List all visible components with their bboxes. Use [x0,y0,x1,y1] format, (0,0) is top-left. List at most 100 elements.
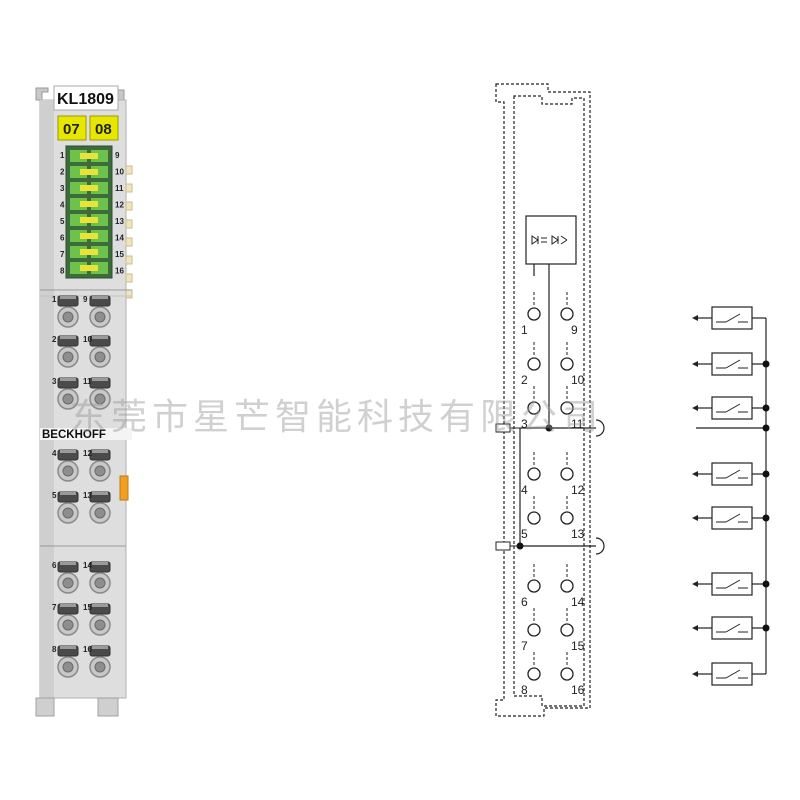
led-indicator [80,185,98,191]
led-indicator [80,153,98,159]
schematic-terminal [527,667,541,681]
terminal-number-label: 4 [52,449,57,458]
junction-dot [762,470,770,478]
terminal-number-label: 16 [83,645,92,654]
led-number-label: 16 [115,267,124,276]
schematic-terminal [560,579,574,593]
arrow-left-icon [692,471,698,477]
badge-right [89,115,119,141]
wire-entry-hole [62,465,74,477]
terminal-number-label: 5 [52,491,57,500]
schematic-wiring [519,264,605,555]
arrow-left-icon [692,315,698,321]
badge-left-text: 07 [63,121,80,138]
led-number-label: 14 [115,234,124,243]
schematic-terminal-label: 13 [571,527,585,541]
led-number-label: 2 [60,168,65,177]
wire-entry-hole [94,465,106,477]
wire-entry-hole [94,577,106,589]
wire-entry-hole [94,619,106,631]
led-number-label: 12 [115,201,124,210]
rail-connector [495,423,511,433]
wire-entry-hole [62,351,74,363]
wire-entry-hole [62,393,74,405]
terminal-number-label: 2 [52,335,57,344]
led-number-label: 15 [115,250,124,259]
schematic-outline [495,83,591,717]
schematic-terminal-label: 16 [571,683,585,697]
badge-right-text: 08 [95,121,112,138]
schematic-terminal [560,667,574,681]
schematic-terminal [560,511,574,525]
terminal-number-label: 1 [52,295,57,304]
led-indicator [80,249,98,255]
wire-entry-hole [62,507,74,519]
arrow-left-icon [692,671,698,677]
schematic-terminal [527,623,541,637]
orange-release-tab [119,475,129,501]
schematic-terminal [560,467,574,481]
led-number-label: 3 [60,184,65,193]
schematic-terminal-label: 10 [571,373,585,387]
terminal-number-label: 8 [52,645,57,654]
led-number-label: 13 [115,217,124,226]
junction-dot [762,580,770,588]
led-number-label: 6 [60,234,65,243]
led-indicator [80,265,98,271]
junction-dot [545,424,553,432]
schematic-terminal [527,511,541,525]
schematic-terminal [527,467,541,481]
badge-left [57,115,87,141]
terminal-number-label: 12 [83,449,92,458]
optocoupler-box [525,215,577,265]
led-number-label: 9 [115,151,120,160]
schematic-terminal [527,357,541,371]
led-number-label: 10 [115,168,124,177]
model-name: KL1809 [57,91,114,108]
schematic-terminal-label: 5 [521,527,528,541]
schematic-terminal [527,401,541,415]
led-indicator [80,169,98,175]
terminal-rows [57,295,111,678]
schematic-terminal [560,357,574,371]
schematic-terminal [560,401,574,415]
schematic-terminal [527,579,541,593]
schematic-terminal [560,307,574,321]
arrow-left-icon [692,405,698,411]
led-indicator [80,217,98,223]
terminal-number-label: 15 [83,603,92,612]
schematic-terminal-label: 8 [521,683,528,697]
terminal-number-label: 7 [52,603,57,612]
schematic-terminal-label: 9 [571,323,578,337]
junction-dot [762,514,770,522]
terminal-module [35,85,133,717]
schematic-terminal [527,307,541,321]
schematic-terminal-label: 11 [571,417,584,431]
terminal-number-label: 9 [83,295,88,304]
terminal-number-label: 11 [83,377,92,386]
optocoupler-symbol [531,235,568,245]
terminal-number-label: 10 [83,335,92,344]
junction-dot [762,404,770,412]
led-number-label: 8 [60,267,65,276]
junction-dot [762,360,770,368]
terminal-number-label: 14 [83,561,92,570]
schematic-terminal-label: 1 [521,323,528,337]
model-label-plate [53,85,119,111]
wire-entry-hole [62,661,74,673]
schematic-terminal-label: 12 [571,483,585,497]
led-number-label: 5 [60,217,65,226]
arrow-left-icon [692,515,698,521]
schematic-terminal-label: 4 [521,483,528,497]
led-number-label: 11 [115,184,124,193]
junction-dot [762,624,770,632]
wire-entry-hole [62,619,74,631]
wire-entry-hole [94,351,106,363]
schematic-terminal-label: 15 [571,639,585,653]
terminal-number-label: 3 [52,377,57,386]
brand-name: BECKHOFF [42,429,106,441]
schematic-terminal-label: 14 [571,595,585,609]
